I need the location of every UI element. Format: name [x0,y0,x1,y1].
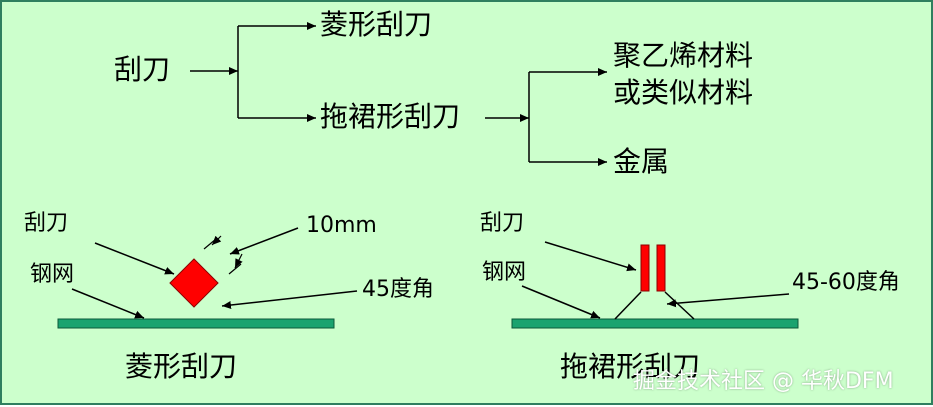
tree-root-label: 刮刀 [114,53,171,86]
skirt-blade-left [640,244,650,292]
skirt-blade-right [656,244,666,292]
right-stencil-bar [511,318,799,329]
dim-ext-1 [203,238,217,250]
dim-ext-2 [228,263,242,275]
right-stencil-pointer [521,285,601,319]
dim-arrow-a [211,235,222,246]
size-label: 10mm [306,213,377,238]
right-squeegee-pointer [544,241,637,272]
left-stencil-pointer [71,288,145,319]
watermark: 掘金技术社区 @ 华秋DFM [633,369,894,394]
left-angle-label: 45度角 [362,277,434,302]
right-angle-pointer [666,293,790,308]
diamond-blade [169,258,219,308]
size-label-pointer [229,227,299,255]
right-caption: 拖裙形刮刀 [560,350,701,383]
leaf-1-line2-label: 或类似材料 [613,76,754,109]
right-squeegee-label: 刮刀 [480,211,525,236]
left-squeegee-label: 刮刀 [24,211,69,236]
angle-label-pointer [221,290,358,309]
left-stencil-label: 钢网 [30,262,75,287]
left-squeegee-pointer [94,242,175,275]
leaf-1-line1-label: 聚乙烯材料 [613,39,754,72]
left-stencil-bar [57,318,335,329]
right-stencil-label: 钢网 [482,260,527,285]
skirt-left-leg [614,291,642,320]
leaf-2-label: 金属 [613,145,670,178]
left-caption: 菱形刮刀 [125,350,238,383]
branch-a-label: 菱形刮刀 [320,8,433,41]
right-angle-label: 45-60度角 [792,270,900,295]
branch-b-label: 拖裙形刮刀 [320,100,461,133]
dim-arrow-b [234,253,243,269]
skirt-right-leg [664,291,695,320]
